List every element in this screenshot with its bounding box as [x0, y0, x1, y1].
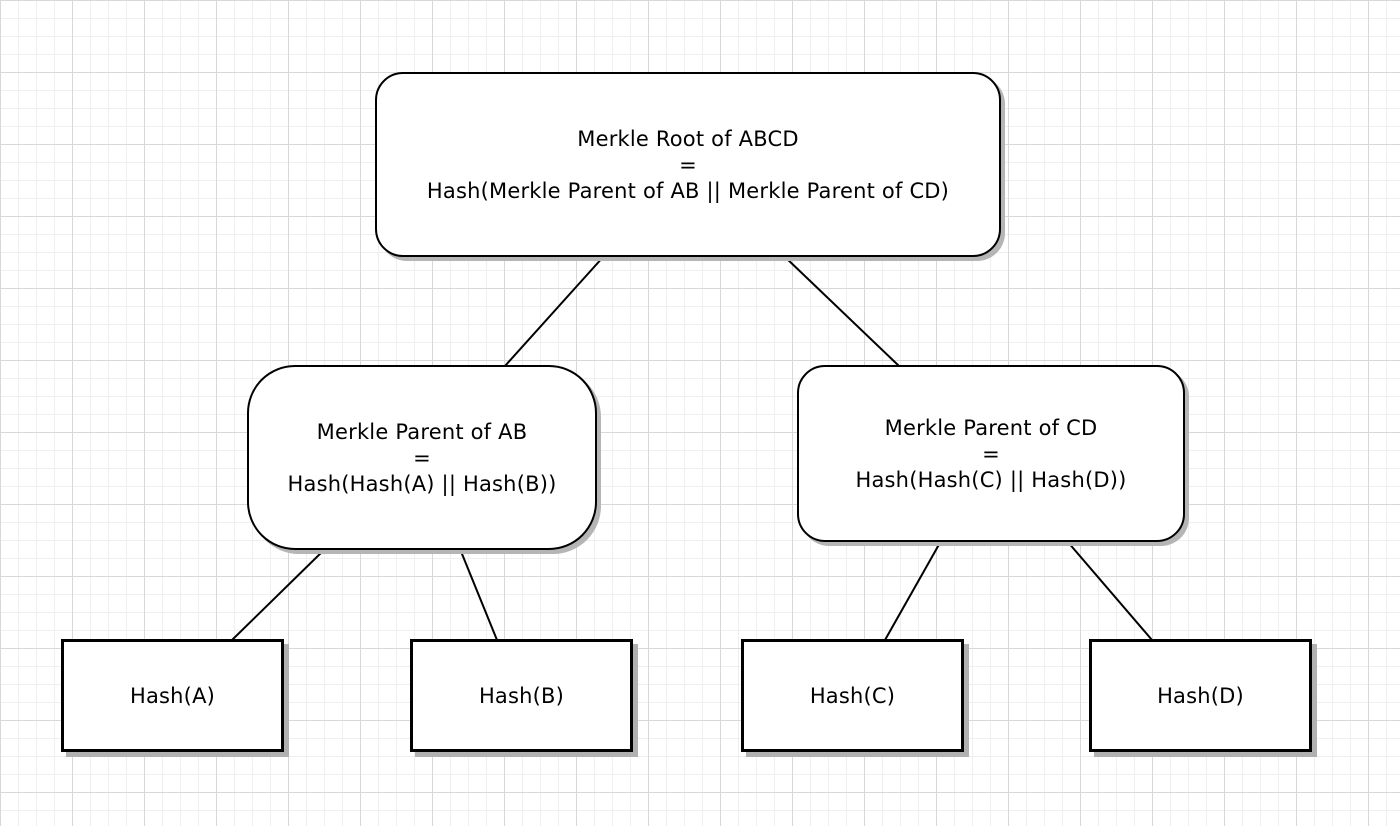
leaf-hash-b: Hash(B): [410, 639, 633, 752]
edge-parent-ab-to-hash-a: [231, 548, 326, 641]
merkle-parent-ab-equals: =: [413, 445, 431, 470]
merkle-parent-ab-formula: Hash(Hash(A) || Hash(B)): [287, 471, 557, 496]
merkle-root-equals: =: [679, 152, 697, 177]
edge-root-to-parent-cd: [783, 255, 900, 367]
leaf-hash-b-label: Hash(B): [478, 683, 565, 708]
merkle-parent-cd-node: Merkle Parent of CD = Hash(Hash(C) || Ha…: [797, 365, 1185, 542]
merkle-root-title: Merkle Root of ABCD: [577, 126, 799, 151]
leaf-hash-a: Hash(A): [61, 639, 284, 752]
merkle-root-node: Merkle Root of ABCD = Hash(Merkle Parent…: [375, 72, 1001, 257]
leaf-hash-a-label: Hash(A): [129, 683, 216, 708]
leaf-hash-d-label: Hash(D): [1157, 683, 1244, 708]
merkle-parent-cd-equals: =: [982, 441, 1000, 466]
leaf-hash-d: Hash(D): [1089, 639, 1312, 752]
edge-root-to-parent-ab: [504, 255, 605, 367]
merkle-parent-ab-node: Merkle Parent of AB = Hash(Hash(A) || Ha…: [247, 365, 597, 550]
leaf-hash-c: Hash(C): [741, 639, 964, 752]
edge-parent-ab-to-hash-b: [459, 548, 498, 641]
merkle-root-formula: Hash(Merkle Parent of AB || Merkle Paren…: [426, 178, 950, 203]
merkle-parent-cd-formula: Hash(Hash(C) || Hash(D)): [855, 467, 1127, 492]
merkle-parent-cd-title: Merkle Parent of CD: [884, 415, 1098, 440]
edge-parent-cd-to-hash-c: [884, 540, 942, 641]
edge-parent-cd-to-hash-d: [1066, 540, 1153, 641]
leaf-hash-c-label: Hash(C): [809, 683, 896, 708]
merkle-parent-ab-title: Merkle Parent of AB: [316, 419, 528, 444]
